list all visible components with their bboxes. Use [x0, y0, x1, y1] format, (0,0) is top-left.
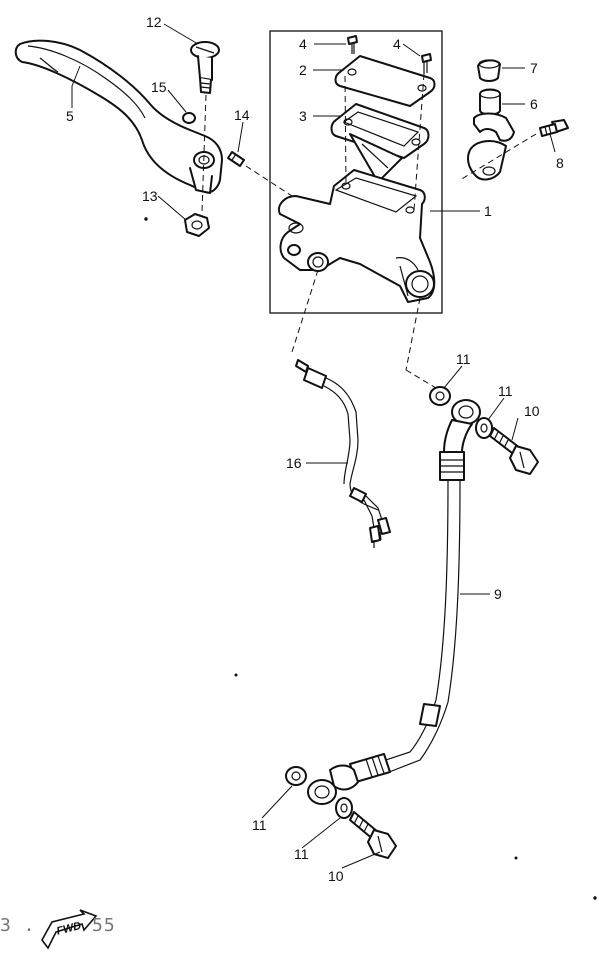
master-cylinder-assembly-box — [269, 30, 443, 314]
o-ring — [182, 112, 196, 124]
washer-bottom-left — [285, 766, 307, 786]
footer-right-code: 55 — [92, 915, 116, 936]
callout-4-left: 4 — [299, 36, 307, 52]
holder-cap — [477, 59, 501, 82]
callout-9: 9 — [494, 586, 502, 602]
callout-14: 14 — [234, 107, 250, 123]
callout-3: 3 — [299, 108, 307, 124]
pin — [227, 151, 245, 167]
callout-10-bottom: 10 — [328, 868, 344, 884]
cap-screw-right — [421, 53, 432, 74]
callout-12: 12 — [146, 14, 162, 30]
footer-left-code: 3 . — [0, 915, 36, 936]
callout-15: 15 — [151, 79, 167, 95]
brake-light-switch — [295, 359, 391, 548]
lock-nut — [184, 213, 210, 237]
callout-13: 13 — [142, 188, 158, 204]
callout-5: 5 — [66, 108, 74, 124]
callout-2: 2 — [299, 62, 307, 78]
callout-10-top: 10 — [524, 403, 540, 419]
pivot-bolt — [190, 41, 220, 94]
leader-lines — [71, 23, 556, 869]
cap-screw-left — [347, 35, 358, 54]
callout-1: 1 — [484, 203, 492, 219]
washer-top-right — [475, 417, 493, 439]
brake-lever — [14, 39, 223, 194]
callout-11-bottom-right: 11 — [294, 846, 309, 862]
washer-top-left — [429, 386, 451, 406]
reservoir-cap — [334, 55, 436, 107]
callout-11-top-right: 11 — [498, 383, 513, 399]
holder-bolt — [539, 119, 569, 137]
callout-11-bottom-left: 11 — [252, 817, 267, 833]
callout-8: 8 — [556, 155, 564, 171]
callout-11-top-left: 11 — [456, 351, 471, 367]
washer-bottom-right — [335, 797, 353, 819]
holder-clamp — [467, 88, 515, 181]
callout-7: 7 — [530, 60, 538, 76]
callout-6: 6 — [530, 96, 538, 112]
fwd-arrow-icon: FWD — [41, 909, 98, 950]
callout-16: 16 — [286, 455, 302, 471]
master-cylinder-body — [278, 169, 436, 303]
svg-text:FWD: FWD — [55, 920, 82, 938]
union-bolt-top — [489, 427, 539, 475]
diaphragm — [330, 103, 430, 183]
callout-4-right: 4 — [393, 36, 401, 52]
brake-hose — [307, 399, 481, 805]
union-bolt-bottom — [349, 811, 397, 859]
